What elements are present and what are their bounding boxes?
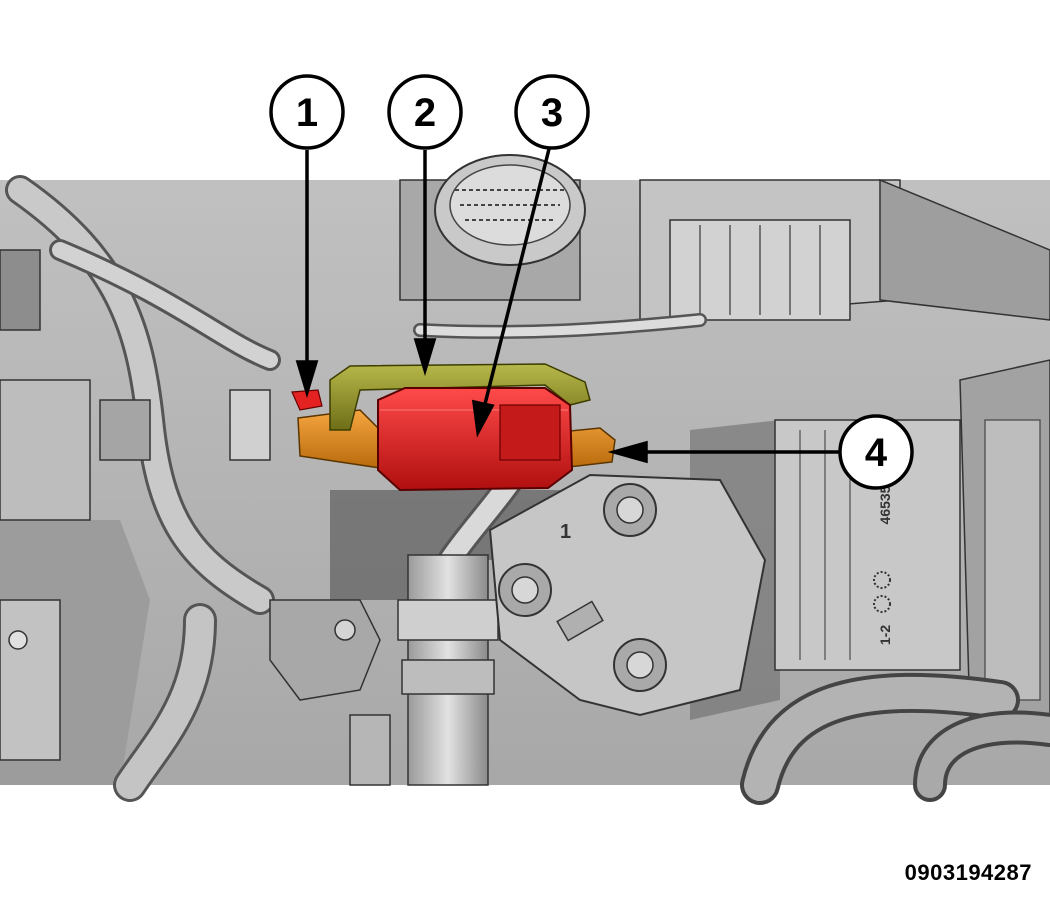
- callout-1-number: 1: [296, 91, 318, 135]
- callout-2: 2: [387, 74, 463, 150]
- callout-4-number: 4: [865, 431, 888, 475]
- callout-3-arrowhead: [471, 399, 495, 438]
- callout-3: 3: [514, 74, 590, 150]
- engine-mount-plate: 1: [488, 473, 767, 717]
- part-number-engraving: 46535: [877, 485, 893, 524]
- callout-2-number: 2: [414, 91, 436, 135]
- callout-1: 1: [269, 74, 345, 150]
- left-components: [0, 249, 391, 786]
- callout-2-arrowhead: [413, 338, 437, 377]
- red-fastener: [291, 389, 323, 411]
- reservoir-cap: [399, 154, 586, 301]
- figure-id-label: 0903194287: [904, 860, 1032, 885]
- highlighted-module-assembly: [291, 363, 616, 492]
- right-module-box: [959, 359, 1050, 721]
- hoses: [5, 175, 1050, 805]
- callout-4: 4: [838, 414, 914, 490]
- callout-1-arrowhead: [295, 360, 319, 399]
- upper-right-housing: [639, 178, 1050, 321]
- vertical-connector: [397, 554, 499, 786]
- part-mark-engraving: 1: [560, 521, 571, 543]
- callout-4-arrowhead: [607, 440, 648, 464]
- callout-leader-lines: [295, 144, 840, 464]
- callout-3-number: 3: [541, 91, 563, 135]
- sequence-engraving: 1-2: [877, 625, 893, 645]
- callout-3-line: [482, 144, 552, 409]
- callouts: 1 2 3 4: [269, 74, 914, 490]
